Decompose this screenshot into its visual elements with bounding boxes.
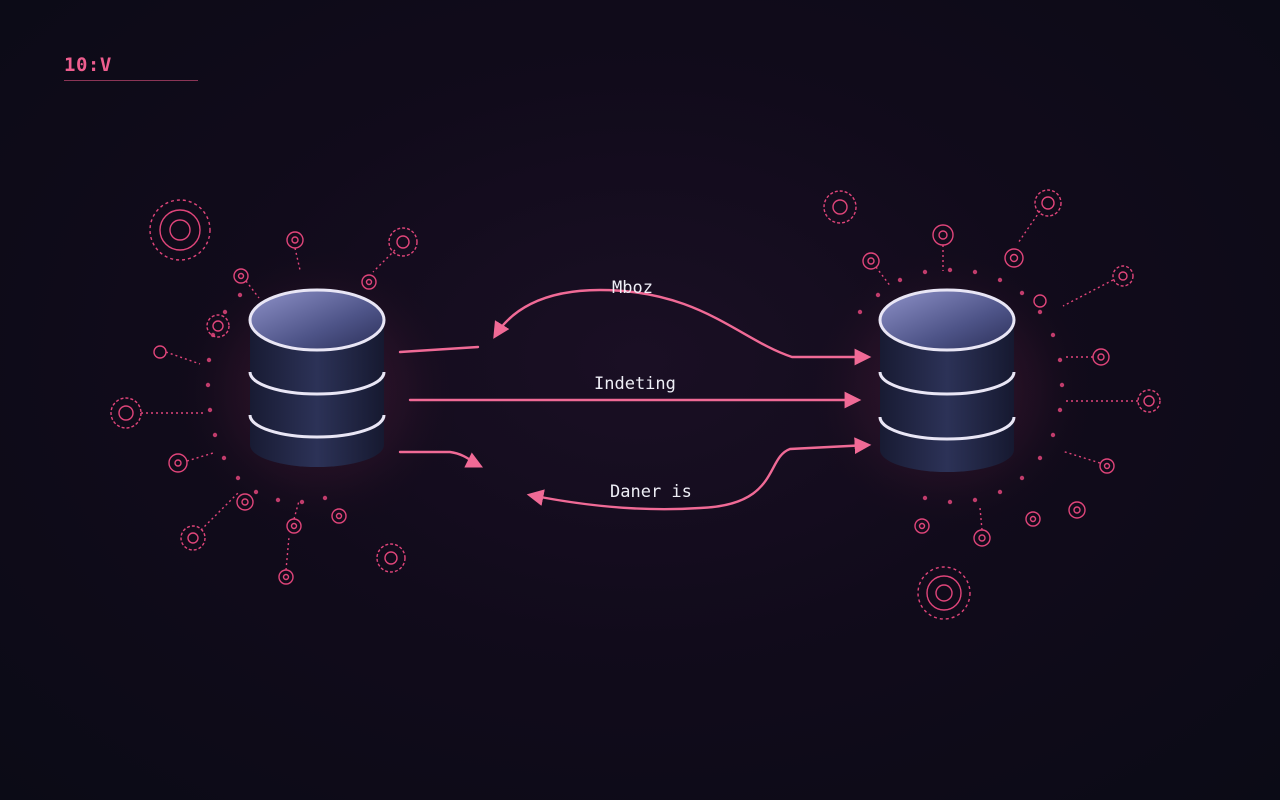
node-icon	[823, 190, 857, 224]
node-icon	[331, 508, 347, 524]
right-satellites	[823, 189, 1161, 620]
node-icon	[1062, 265, 1134, 307]
flow-label-middle: Indeting	[594, 374, 676, 394]
flow-arrows	[398, 288, 872, 511]
flow-bottom-left-stub	[398, 450, 484, 468]
db-top	[878, 288, 1016, 352]
left-satellites	[110, 199, 418, 585]
left-ring-dots	[205, 292, 328, 505]
node-icon	[236, 493, 254, 511]
db-band	[248, 371, 386, 396]
db-band	[878, 371, 1016, 396]
flow-top-left-stub	[398, 345, 480, 354]
brand-logo: 10:V	[64, 54, 112, 76]
node-icon	[376, 543, 406, 573]
flow-top-curve	[493, 288, 872, 366]
node-icon	[180, 492, 239, 551]
flow-label-bottom: Daner is	[610, 482, 692, 502]
node-icon	[1017, 189, 1062, 244]
node-icon	[361, 274, 377, 290]
node-icon	[1004, 248, 1024, 268]
db-band	[248, 414, 386, 439]
target-icon	[917, 566, 971, 620]
db-top	[248, 288, 386, 352]
brand-underline	[64, 80, 198, 81]
node-icon	[973, 507, 991, 547]
node-icon	[1068, 501, 1086, 519]
node-icon	[932, 224, 954, 271]
node-icon	[1033, 294, 1047, 308]
left-database[interactable]	[248, 288, 386, 467]
node-icon	[862, 252, 892, 288]
node-icon	[168, 452, 214, 473]
node-icon	[153, 345, 201, 365]
flow-label-top: Mboz	[612, 278, 653, 298]
node-icon	[1064, 389, 1161, 413]
db-band	[878, 416, 1016, 441]
flow-bottom-curve	[526, 437, 872, 511]
node-icon	[1061, 450, 1115, 474]
node-icon	[286, 500, 302, 534]
node-icon	[286, 231, 304, 271]
node-icon	[372, 227, 418, 273]
node-icon	[914, 518, 930, 534]
node-icon	[233, 268, 260, 299]
node-icon	[278, 536, 294, 585]
node-icon	[1066, 348, 1110, 366]
node-icon	[206, 314, 230, 338]
node-icon	[1025, 511, 1041, 527]
target-icon	[149, 199, 211, 261]
right-ring-dots	[857, 267, 1065, 505]
node-icon	[110, 397, 206, 429]
right-database[interactable]	[878, 288, 1016, 472]
